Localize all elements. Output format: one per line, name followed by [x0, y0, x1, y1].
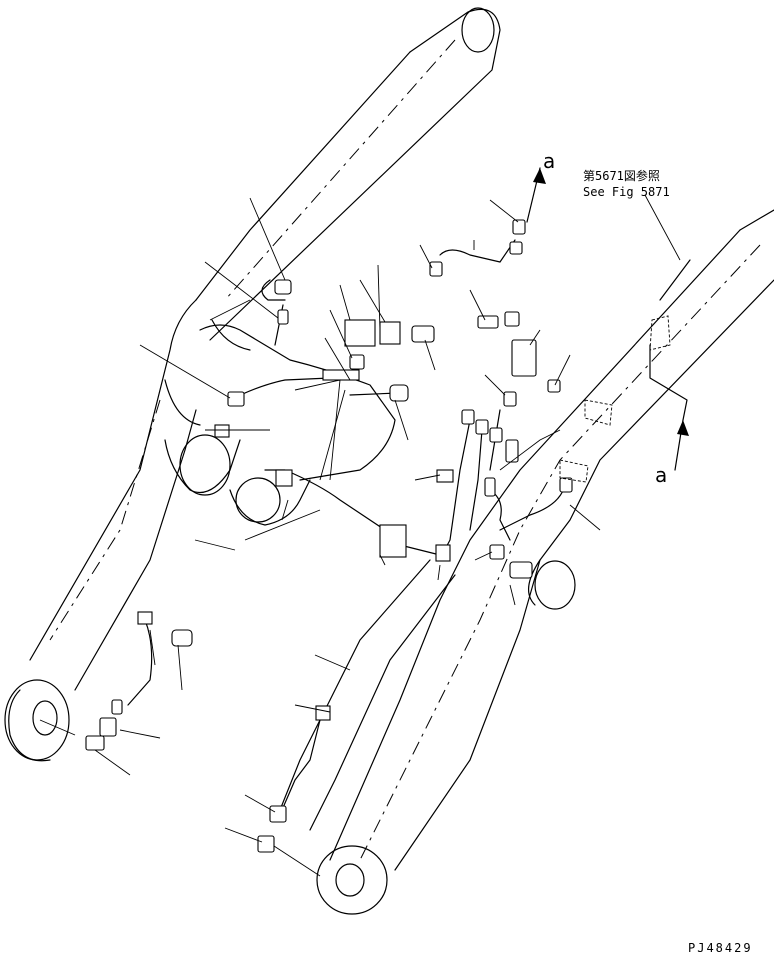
- fitting: [227, 391, 245, 407]
- drawing-number: PJ48429: [688, 941, 753, 955]
- block-valve: [511, 339, 537, 377]
- clamp: [315, 705, 331, 721]
- marker-top-label: a: [543, 149, 555, 173]
- clamp-bracket: [344, 319, 376, 347]
- left-lift-arm: [4, 7, 501, 762]
- fitting: [484, 477, 496, 497]
- center-link: [279, 559, 456, 831]
- reference-arrow-top: [526, 167, 546, 223]
- fitting: [269, 805, 287, 823]
- reference-en-label: See Fig 5871: [583, 185, 670, 199]
- clamp-bracket: [379, 524, 407, 558]
- fitting: [349, 354, 365, 370]
- fitting: [257, 835, 275, 853]
- right-lift-arm: [316, 209, 774, 915]
- fitting: [512, 219, 526, 235]
- fitting: [505, 439, 519, 463]
- fitting: [475, 419, 489, 435]
- fitting: [85, 735, 105, 751]
- marker-right-label: a: [655, 463, 667, 487]
- cross-tube: [164, 319, 396, 526]
- fitting: [489, 544, 505, 560]
- clamp: [322, 369, 360, 381]
- fitting: [171, 629, 193, 647]
- fitting: [489, 427, 503, 443]
- bolt: [477, 315, 499, 329]
- fitting: [277, 309, 289, 325]
- fitting: [509, 561, 533, 579]
- bolt: [411, 325, 435, 343]
- fitting: [504, 311, 520, 327]
- elbow-fitting: [389, 384, 409, 402]
- clamp: [435, 544, 451, 562]
- hydraulic-fittings: [85, 219, 671, 853]
- reference-arrow-right: [649, 344, 689, 471]
- reference-jp-label: 第5671図参照: [583, 168, 660, 183]
- cap: [547, 379, 561, 393]
- clamp: [214, 424, 230, 438]
- fitting: [429, 261, 443, 277]
- fitting: [274, 279, 292, 295]
- fitting: [559, 477, 573, 493]
- clamp: [137, 611, 153, 625]
- clamp-bracket: [379, 321, 401, 345]
- clamp: [275, 469, 293, 487]
- leader-lines: [39, 194, 681, 877]
- fitting: [503, 391, 517, 407]
- clamp: [436, 469, 454, 483]
- fitting: [461, 409, 475, 425]
- fitting: [99, 717, 117, 737]
- fitting: [111, 699, 123, 715]
- fitting: [509, 241, 523, 255]
